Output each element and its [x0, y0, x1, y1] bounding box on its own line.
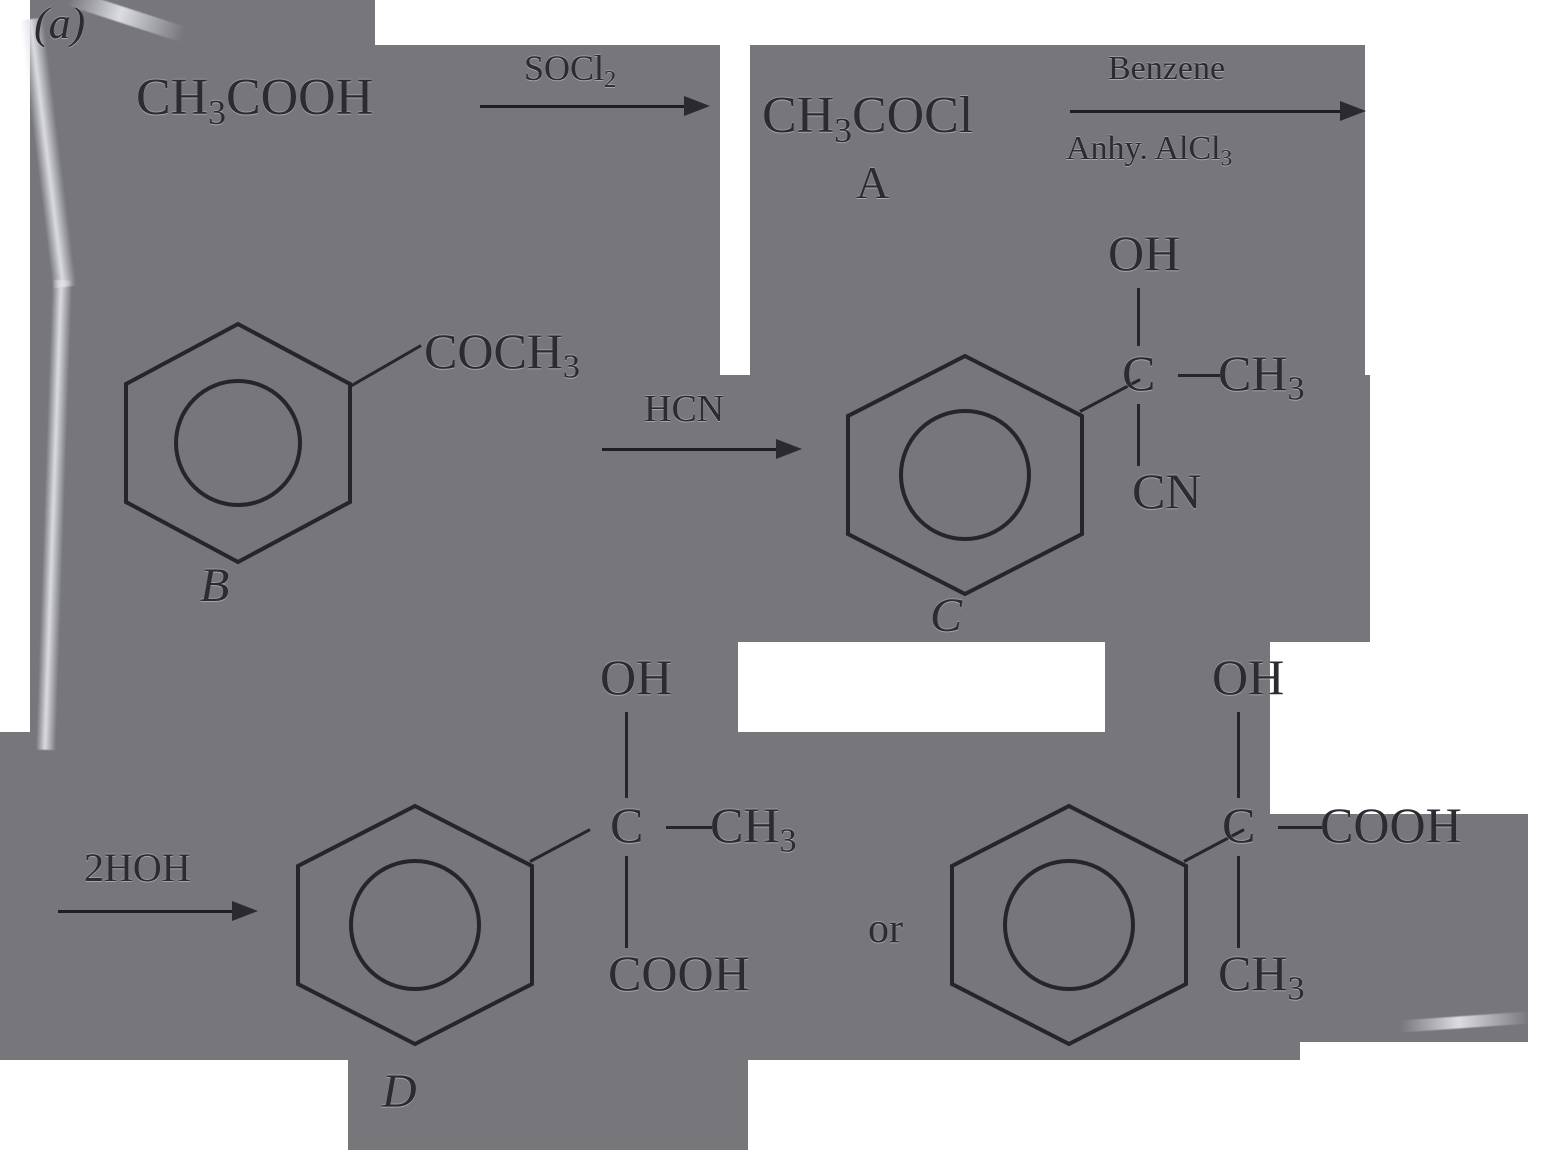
reagent-alcl3-text: Anhy. AlCl [1066, 130, 1221, 167]
bond-c-to-nitrile [1137, 404, 1140, 466]
bond-d-alt-to-carboxyl [1278, 826, 1322, 829]
bond-d-to-methyl [666, 826, 712, 829]
arrow-shaft [58, 910, 234, 913]
bond-c-to-hydroxyl [1137, 288, 1140, 346]
methyl-group-d-alt: CH3 [1218, 948, 1304, 1007]
bond-d-alt-to-methyl [1237, 856, 1240, 948]
structure-label-d: D [382, 1065, 417, 1118]
arrow-shaft [602, 448, 778, 451]
methyl-group-d-alt-sub: 3 [1287, 970, 1305, 1008]
carboxyl-group-d-alt: COOH [1320, 797, 1462, 853]
paper-patch-row3-main [0, 732, 1270, 814]
reagent-water: 2HOH [84, 845, 191, 890]
paper-patch-row3-wide [0, 814, 1528, 1042]
arrow-head [776, 439, 802, 459]
reaction-arrow-1 [480, 95, 710, 117]
reactant-acetic-acid-text: CH [136, 69, 209, 126]
product-acetyl-chloride-text: CH [762, 87, 835, 144]
bond-d-to-carboxyl [625, 856, 628, 948]
methyl-group-c-sub: 3 [1287, 370, 1305, 408]
central-carbon-d: C [610, 797, 644, 853]
bond-d-to-hydroxyl [625, 712, 628, 798]
benzene-ring-b [118, 318, 358, 568]
methyl-group-d: CH3 [710, 800, 796, 859]
nitrile-group-c: CN [1132, 463, 1202, 519]
arrow-shaft [480, 105, 686, 108]
paper-patch-row2-gap-l [720, 642, 738, 732]
benzene-ring-d-alt [944, 800, 1194, 1050]
product-label-a: A [856, 157, 890, 208]
paper-patch-row2-gap-r [1105, 642, 1270, 732]
methyl-group-d-alt-text: CH [1218, 945, 1288, 1001]
central-carbon-d-alt: C [1222, 797, 1256, 853]
paper-patch-d-label [348, 1060, 748, 1150]
reagent-thionyl-chloride: SOCl2 [524, 50, 616, 92]
bond-c-to-methyl [1178, 374, 1220, 377]
substituent-acetyl-b: COCH3 [424, 326, 580, 385]
reagent-hydrogen-cyanide: HCN [644, 388, 725, 430]
reagent-thionyl-chloride-text: SOCl [524, 48, 605, 88]
substituent-acetyl-b-text: COCH [424, 323, 563, 379]
benzene-ring-d [290, 800, 540, 1050]
hydroxyl-group-d: OH [600, 649, 673, 705]
paper-patch-row3-low [0, 1042, 1300, 1060]
reagent-alcl3-sub: 3 [1220, 145, 1233, 172]
methyl-group-d-sub: 3 [779, 822, 797, 860]
product-acetyl-chloride-sub: 3 [834, 109, 852, 150]
reaction-arrow-4 [58, 900, 258, 922]
carboxyl-group-d: COOH [608, 945, 750, 1001]
structure-label-c: C [930, 589, 963, 642]
methyl-group-d-text: CH [710, 797, 780, 853]
structure-label-b: B [200, 559, 230, 612]
central-carbon-c: C [1122, 345, 1156, 401]
product-acetyl-chloride-tail: COCl [851, 87, 974, 144]
paper-patch-row1-right [750, 45, 1365, 375]
arrow-head [684, 96, 710, 116]
reaction-arrow-3 [602, 438, 802, 460]
hydroxyl-group-d-alt: OH [1212, 649, 1285, 705]
arrow-shaft [1070, 110, 1342, 113]
conjunction-or: or [868, 906, 903, 952]
paper-patch-row1-left [30, 45, 720, 375]
arrow-head [232, 901, 258, 921]
reagent-anhydrous-aluminium-chloride: Anhy. AlCl3 [1066, 132, 1232, 171]
reagent-thionyl-chloride-sub: 2 [604, 65, 617, 93]
product-acetyl-chloride: CH3COCl [762, 90, 973, 148]
reactant-acetic-acid: CH3COOH [136, 72, 373, 130]
paper-patch-mid-right [720, 375, 1370, 642]
reactant-acetic-acid-sub: 3 [208, 91, 226, 132]
reaction-arrow-2 [1070, 100, 1370, 122]
benzene-ring-c [840, 350, 1090, 600]
methyl-group-c-text: CH [1218, 345, 1288, 401]
part-label: (a) [34, 0, 86, 48]
hydroxyl-group-c: OH [1108, 225, 1181, 281]
methyl-group-c: CH3 [1218, 348, 1304, 407]
arrow-head [1340, 101, 1366, 121]
reactant-acetic-acid-tail: COOH [225, 69, 374, 126]
paper-patch-mid-left [30, 375, 720, 732]
reagent-benzene: Benzene [1108, 50, 1226, 87]
substituent-acetyl-b-sub: 3 [562, 348, 580, 386]
bond-d-alt-to-hydroxyl [1237, 712, 1240, 798]
